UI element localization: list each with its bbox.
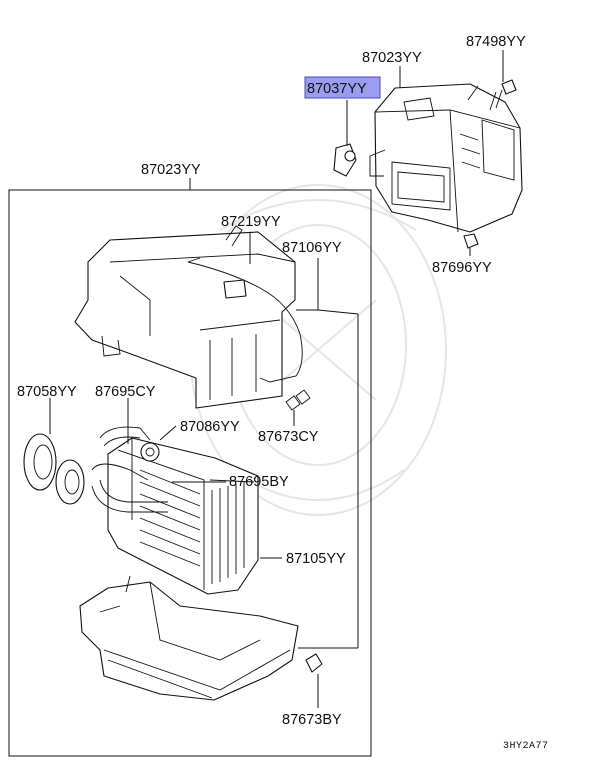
evaporator-part[interactable] <box>107 437 259 595</box>
callout-87037yy[interactable]: 87037YY <box>307 81 367 97</box>
callout-87695cy[interactable]: 87695CY <box>95 384 156 400</box>
callout-87673cy[interactable]: 87673CY <box>258 429 319 445</box>
callout-87058yy[interactable]: 87058YY <box>17 384 77 400</box>
nut-icon[interactable] <box>463 233 479 249</box>
gasket-part[interactable] <box>23 433 85 505</box>
callout-highlight <box>304 76 381 99</box>
callout-87106yy[interactable]: 87106YY <box>282 240 342 256</box>
leader-lines <box>49 50 504 708</box>
callout-87673by[interactable]: 87673BY <box>282 712 342 728</box>
upper-case-part[interactable] <box>74 225 296 409</box>
lower-case-part[interactable] <box>79 575 299 701</box>
clip-icon[interactable] <box>285 389 311 411</box>
screw-icon[interactable] <box>489 79 517 111</box>
callout-87219yy[interactable]: 87219YY <box>221 214 281 230</box>
cooling-unit-assembly[interactable] <box>369 83 523 233</box>
diagram-code: 3HY2A77 <box>503 741 549 752</box>
callout-87695by[interactable]: 87695BY <box>229 474 289 490</box>
callout-87105yy[interactable]: 87105YY <box>286 551 346 567</box>
clip-icon[interactable] <box>333 143 357 177</box>
thermistor-part[interactable] <box>187 257 303 383</box>
callout-87498yy[interactable]: 87498YY <box>466 34 526 50</box>
callout-87023yy-top[interactable]: 87023YY <box>362 50 422 66</box>
callout-87023yy-frame[interactable]: 87023YY <box>141 162 201 178</box>
callout-87696yy[interactable]: 87696YY <box>432 260 492 276</box>
pipe-assembly[interactable] <box>91 426 168 513</box>
callout-87086yy[interactable]: 87086YY <box>180 419 240 435</box>
clip-icon[interactable] <box>305 653 323 673</box>
